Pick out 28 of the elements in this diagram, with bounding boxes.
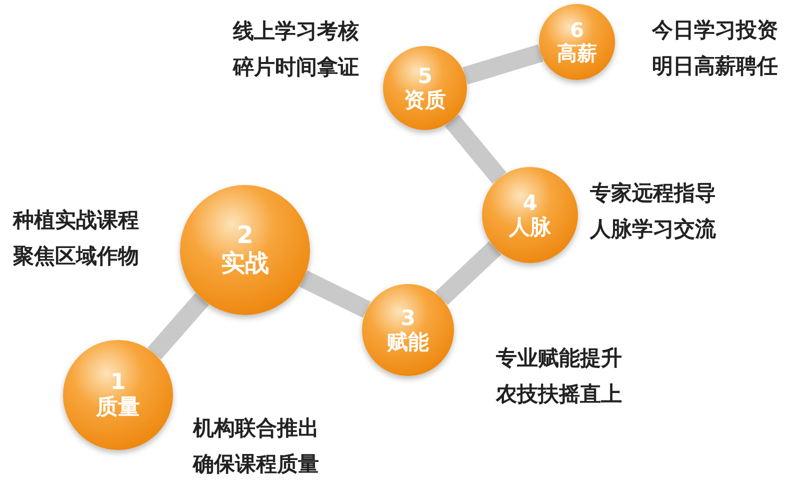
description-text: 机构联合推出: [193, 415, 319, 442]
connector-bond: [299, 270, 371, 318]
description-text: 今日学习投资: [652, 17, 778, 44]
node-title: 实战: [221, 250, 269, 278]
step-number: 1: [110, 370, 126, 395]
description-text: 人脉学习交流: [590, 216, 716, 243]
connector-bond: [444, 114, 506, 184]
step-number: 5: [418, 64, 432, 88]
description-text: 确保课程质量: [193, 451, 319, 478]
node-title: 赋能: [387, 330, 429, 354]
step-number: 3: [400, 306, 416, 330]
description-text: 农技扶摇直上: [496, 381, 622, 408]
description-text: 专业赋能提升: [496, 345, 622, 372]
node-title: 人脉: [509, 215, 551, 240]
node-title: 质量: [96, 395, 140, 420]
step-number: 6: [570, 19, 584, 42]
description-text: 碎片时间拿证: [233, 54, 359, 81]
node-title: 高薪: [557, 42, 597, 65]
connector-bond: [147, 292, 209, 360]
description-text: 聚焦区域作物: [13, 243, 139, 270]
step-number: 2: [236, 222, 254, 250]
description-text: 专家远程指导: [590, 180, 716, 207]
description-text: 明日高薪聘任: [652, 53, 778, 80]
connector-bond: [435, 241, 502, 305]
node-title: 资质: [404, 88, 446, 112]
description-text: 种植实战课程: [13, 207, 139, 234]
description-text: 线上学习考核: [233, 18, 359, 45]
step-number: 4: [522, 190, 538, 215]
